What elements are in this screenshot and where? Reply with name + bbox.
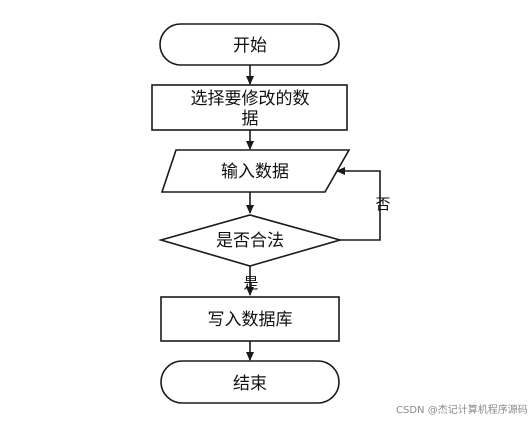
write-db-node: 写入数据库 xyxy=(160,296,340,342)
start-node: 开始 xyxy=(159,23,340,66)
no-label: 否 xyxy=(375,195,390,213)
input-data-label: 输入数据 xyxy=(221,162,289,182)
decision-node: 是否合法 xyxy=(158,214,343,267)
arrow-decision-no-loop xyxy=(336,167,381,241)
end-node: 结束 xyxy=(160,360,340,404)
select-data-label-line1: 选择要修改的数 xyxy=(191,89,310,109)
yes-label: 是 xyxy=(243,274,258,292)
input-data-node: 输入数据 xyxy=(160,149,351,193)
select-data-node: 选择要修改的数 据 xyxy=(151,84,348,131)
select-data-label-line2: 据 xyxy=(242,109,259,129)
write-db-label: 写入数据库 xyxy=(208,310,293,330)
watermark: CSDN @杰记计算机程序源码 xyxy=(396,405,528,416)
decision-label: 是否合法 xyxy=(216,231,284,251)
end-label: 结束 xyxy=(233,374,267,394)
start-label: 开始 xyxy=(233,36,267,56)
